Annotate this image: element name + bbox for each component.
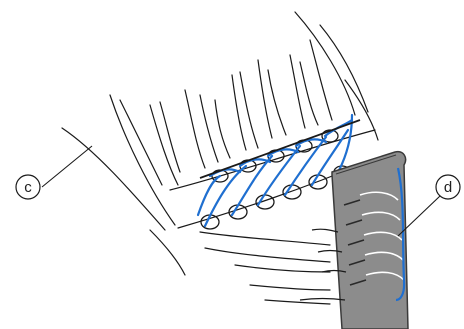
- callout-c-label: c: [24, 179, 32, 196]
- callout-d-label: d: [444, 179, 452, 196]
- callout-c: c: [16, 146, 92, 199]
- callout-d: d: [398, 175, 460, 236]
- presser-foot: [332, 152, 408, 329]
